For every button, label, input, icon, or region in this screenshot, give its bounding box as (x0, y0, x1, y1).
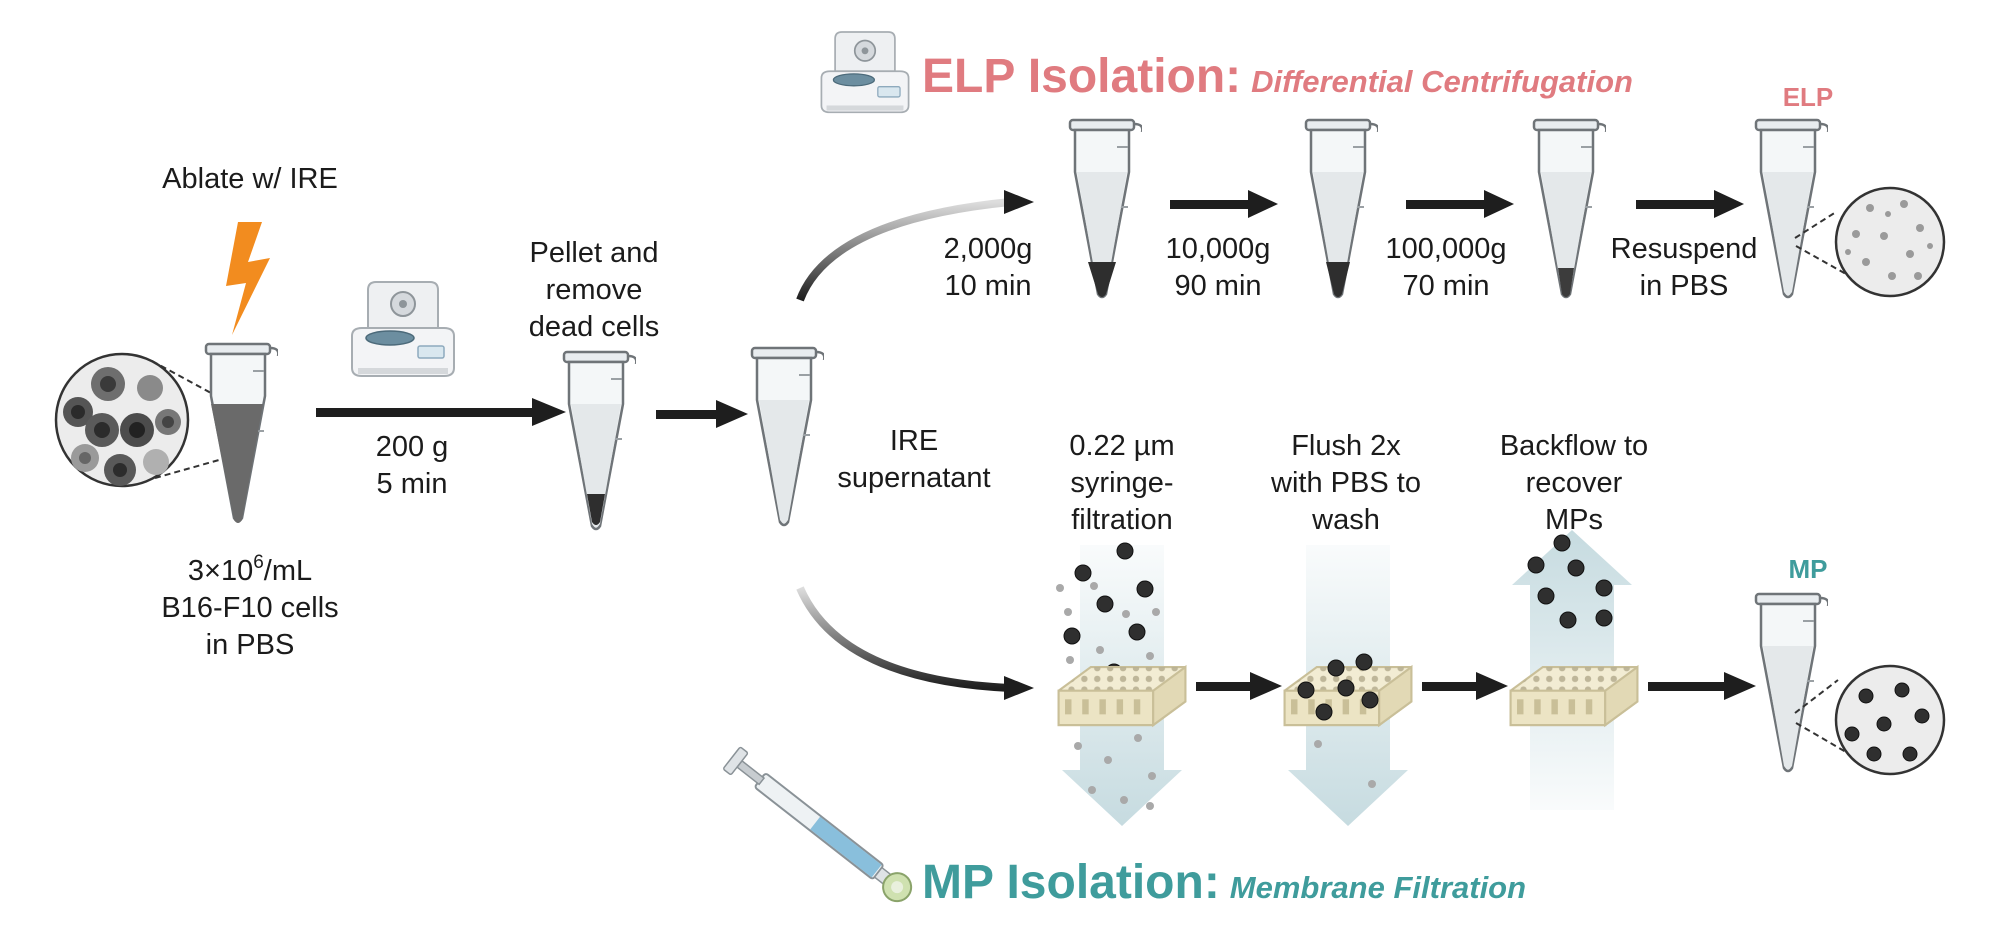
mp-final-tube (1754, 592, 1828, 773)
pellet-label-2: remove (546, 274, 643, 306)
mp-step3-line3: MPs (1545, 504, 1603, 536)
filter-membrane-icon (1057, 665, 1187, 727)
spin1-force: 200 g (376, 431, 449, 463)
elp-step3-time: 70 min (1402, 270, 1489, 302)
mp-step2-line3: wash (1311, 504, 1380, 536)
ablate-label: Ablate w/ IRE (162, 163, 338, 195)
mp-zoom-circle (1834, 664, 1946, 776)
elp-step1-force: 2,000g (944, 233, 1033, 265)
filter-membrane-icon (1509, 665, 1639, 727)
branch-arrow-mp (796, 586, 1011, 692)
mp-step3-line1: Backflow to (1500, 430, 1648, 462)
elp-tube-1 (1068, 118, 1142, 299)
cell-zoom-circle (54, 352, 190, 488)
syringe-icon (723, 746, 913, 903)
arrow-mp-2 (1196, 672, 1282, 700)
start-concentration: 3×106/mL (188, 552, 312, 587)
branch-arrow-elp (796, 198, 1011, 302)
elp-step4-action: Resuspend (1611, 233, 1758, 265)
arrow-to-supernatant (656, 400, 748, 428)
centrifuge-icon (820, 31, 910, 114)
elp-final-tube (1754, 118, 1828, 299)
spin1-time: 5 min (377, 468, 448, 500)
particles-wash (1297, 653, 1379, 788)
elp-step4-medium: in PBS (1640, 270, 1729, 302)
mp-step2-line1: Flush 2x (1291, 430, 1401, 462)
particles-backflow (1527, 534, 1613, 629)
arrow-mp-3 (1422, 672, 1508, 700)
supernatant-tube (750, 346, 824, 527)
mp-step1-line2: syringe- (1070, 467, 1173, 499)
elp-step3-force: 100,000g (1386, 233, 1507, 265)
supernatant-label-2: supernatant (837, 462, 990, 494)
pellet-tube (562, 350, 636, 531)
centrifuge-icon (351, 281, 455, 377)
arrow-elp-4 (1636, 190, 1744, 218)
mp-title: MP Isolation:Membrane Filtration (922, 856, 1526, 909)
mp-step1-line3: filtration (1071, 504, 1173, 536)
start-medium: in PBS (206, 629, 295, 661)
elp-tag: ELP (1783, 82, 1834, 112)
supernatant-label-1: IRE (890, 425, 938, 457)
elp-step2-force: 10,000g (1166, 233, 1271, 265)
start-cell-line: B16-F10 cells (161, 592, 338, 624)
elp-step2-time: 90 min (1174, 270, 1261, 302)
elp-title: ELP Isolation:Differential Centrifugatio… (922, 50, 1633, 103)
arrow-mp-4 (1648, 672, 1756, 700)
mp-step3-line2: recover (1526, 467, 1623, 499)
pellet-label-1: Pellet and (530, 237, 659, 269)
mp-step2-line2: with PBS to (1270, 467, 1421, 499)
pellet-label-3: dead cells (529, 311, 660, 343)
mp-step1-line1: 0.22 µm (1069, 430, 1174, 462)
elp-tube-2 (1304, 118, 1378, 299)
elp-zoom-circle (1834, 186, 1946, 298)
elp-step1-time: 10 min (944, 270, 1031, 302)
lightning-bolt-icon (226, 222, 270, 335)
mp-tag: MP (1789, 554, 1828, 584)
arrow-spin1 (316, 398, 566, 426)
start-tube (204, 342, 278, 523)
arrow-elp-2 (1170, 190, 1278, 218)
arrow-elp-3 (1406, 190, 1514, 218)
elp-tube-3 (1532, 118, 1606, 299)
